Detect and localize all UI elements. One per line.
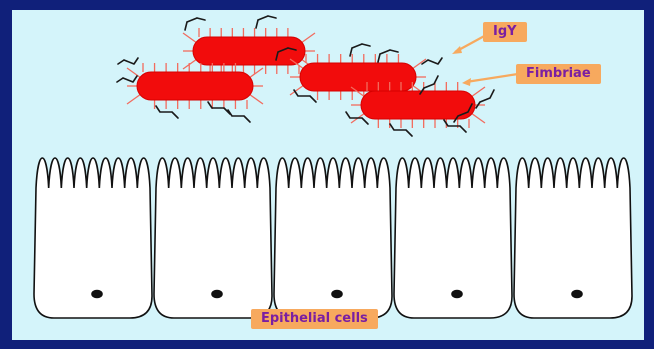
fimbriae-label: Fimbriae [516,64,601,84]
bacterium-body [137,72,253,100]
bacterium-body [193,37,305,65]
cell-nucleus [572,291,582,298]
epithelial-cells [34,158,632,318]
bacterium-body [300,63,416,91]
cell-nucleus [92,291,102,298]
cell-nucleus [212,291,222,298]
bacterium-body [361,91,475,119]
cell-nucleus [452,291,462,298]
cell-nucleus [332,291,342,298]
igy-label: IgY [483,22,527,42]
epithelial-cells-label: Epithelial cells [251,309,378,329]
